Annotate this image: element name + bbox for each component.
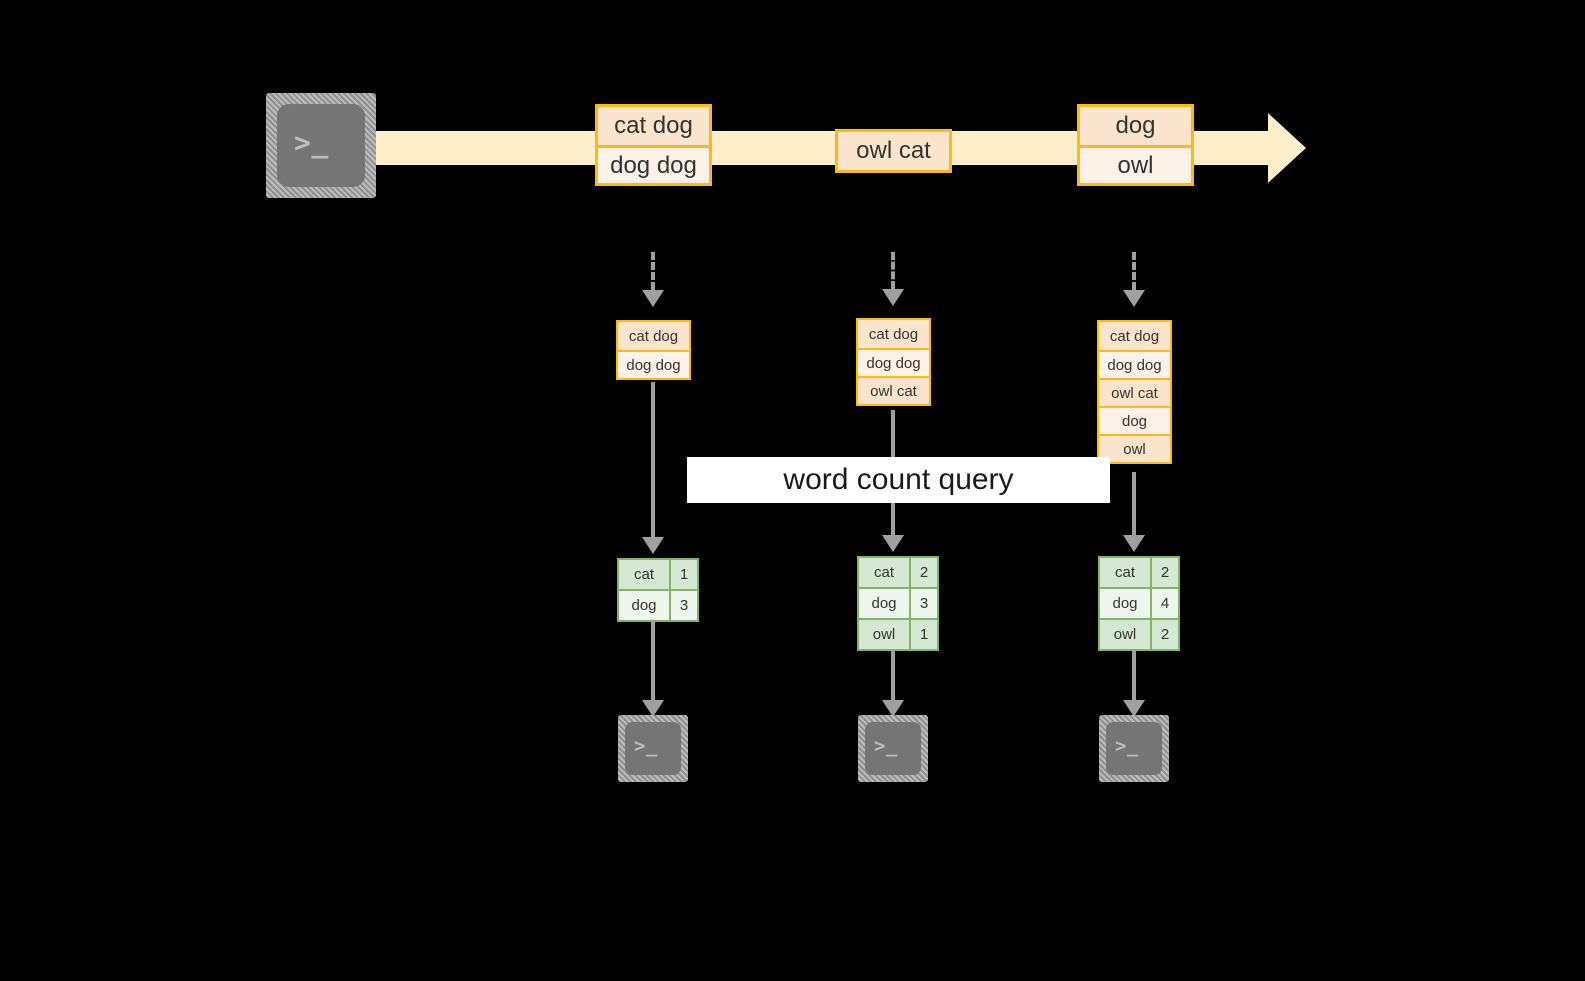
word-cell: dog: [859, 589, 909, 618]
query-label: word count query: [687, 457, 1110, 503]
word-cell: owl: [1100, 620, 1150, 649]
query-arrowhead-2: [882, 535, 904, 552]
state-line: cat dog: [618, 322, 689, 350]
word-cell: owl: [859, 620, 909, 649]
count-cell: 2: [909, 558, 937, 587]
query-arrowhead-3: [1123, 535, 1145, 552]
sink-connector-3: [1132, 650, 1136, 704]
query-connector-1: [651, 382, 655, 542]
sink-arrowhead-3: [1123, 700, 1145, 717]
terminal-screen: [625, 722, 681, 775]
record-line: cat dog: [598, 107, 709, 145]
sink-terminal-icon-3[interactable]: >_: [1099, 715, 1169, 782]
table-row: dog 4: [1100, 587, 1178, 618]
state-line: cat dog: [1099, 322, 1170, 350]
sink-terminal-icon-2[interactable]: >_: [858, 715, 928, 782]
table-row: cat 1: [619, 560, 697, 589]
state-line: owl: [1099, 434, 1170, 462]
record-line: dog dog: [598, 145, 709, 183]
sink-terminal-icon-1[interactable]: >_: [618, 715, 688, 782]
result-table-2[interactable]: cat 2 dog 3 owl 1: [857, 556, 939, 651]
stream-record-batch-2[interactable]: owl cat: [835, 129, 952, 173]
sink-connector-1: [651, 622, 655, 704]
query-label-text: word count query: [783, 463, 1014, 496]
result-table-1[interactable]: cat 1 dog 3: [617, 558, 699, 622]
record-line: owl: [1080, 145, 1191, 183]
count-cell: 2: [1150, 620, 1178, 649]
word-cell: cat: [859, 558, 909, 587]
record-line: dog: [1080, 107, 1191, 145]
word-cell: dog: [619, 591, 669, 620]
count-cell: 3: [909, 589, 937, 618]
count-cell: 1: [669, 560, 697, 589]
stream-record-batch-1[interactable]: cat dog dog dog: [595, 104, 712, 186]
source-terminal-icon[interactable]: >_: [266, 93, 376, 198]
terminal-prompt-glyph: >_: [294, 126, 329, 159]
accumulated-state-2[interactable]: cat dog dog dog owl cat: [856, 318, 931, 406]
terminal-screen: [1106, 722, 1162, 775]
table-row: dog 3: [619, 589, 697, 620]
accumulated-state-3[interactable]: cat dog dog dog owl cat dog owl: [1097, 320, 1172, 464]
state-line: owl cat: [1099, 378, 1170, 406]
table-row: dog 3: [859, 587, 937, 618]
sink-connector-2: [891, 650, 895, 704]
table-row: owl 2: [1100, 618, 1178, 649]
state-line: cat dog: [858, 320, 929, 348]
table-row: owl 1: [859, 618, 937, 649]
count-cell: 1: [909, 620, 937, 649]
state-line: dog dog: [1099, 350, 1170, 378]
terminal-prompt-glyph: >_: [1115, 735, 1139, 757]
stream-arrowhead: [1268, 113, 1306, 183]
query-arrowhead-1: [642, 537, 664, 554]
stream-record-batch-3[interactable]: dog owl: [1077, 104, 1194, 186]
query-connector-3: [1132, 472, 1136, 540]
terminal-screen: [865, 722, 921, 775]
table-row: cat 2: [859, 558, 937, 587]
count-cell: 4: [1150, 589, 1178, 618]
tap-connector-3: [1132, 252, 1136, 290]
state-line: dog dog: [858, 348, 929, 376]
state-line: owl cat: [858, 376, 929, 404]
word-cell: cat: [619, 560, 669, 589]
terminal-prompt-glyph: >_: [874, 735, 898, 757]
count-cell: 3: [669, 591, 697, 620]
record-line: owl cat: [838, 132, 949, 170]
state-line: dog: [1099, 406, 1170, 434]
sink-arrowhead-2: [882, 700, 904, 717]
tap-connector-1: [651, 252, 655, 290]
terminal-screen: [277, 104, 365, 187]
tap-connector-2: [891, 252, 895, 289]
word-cell: dog: [1100, 589, 1150, 618]
accumulated-state-1[interactable]: cat dog dog dog: [616, 320, 691, 380]
word-cell: cat: [1100, 558, 1150, 587]
state-line: dog dog: [618, 350, 689, 378]
result-table-3[interactable]: cat 2 dog 4 owl 2: [1098, 556, 1180, 651]
table-row: cat 2: [1100, 558, 1178, 587]
tap-arrowhead-1: [642, 290, 664, 307]
tap-arrowhead-2: [882, 289, 904, 306]
count-cell: 2: [1150, 558, 1178, 587]
terminal-prompt-glyph: >_: [634, 735, 658, 757]
tap-arrowhead-3: [1123, 290, 1145, 307]
sink-arrowhead-1: [642, 700, 664, 717]
